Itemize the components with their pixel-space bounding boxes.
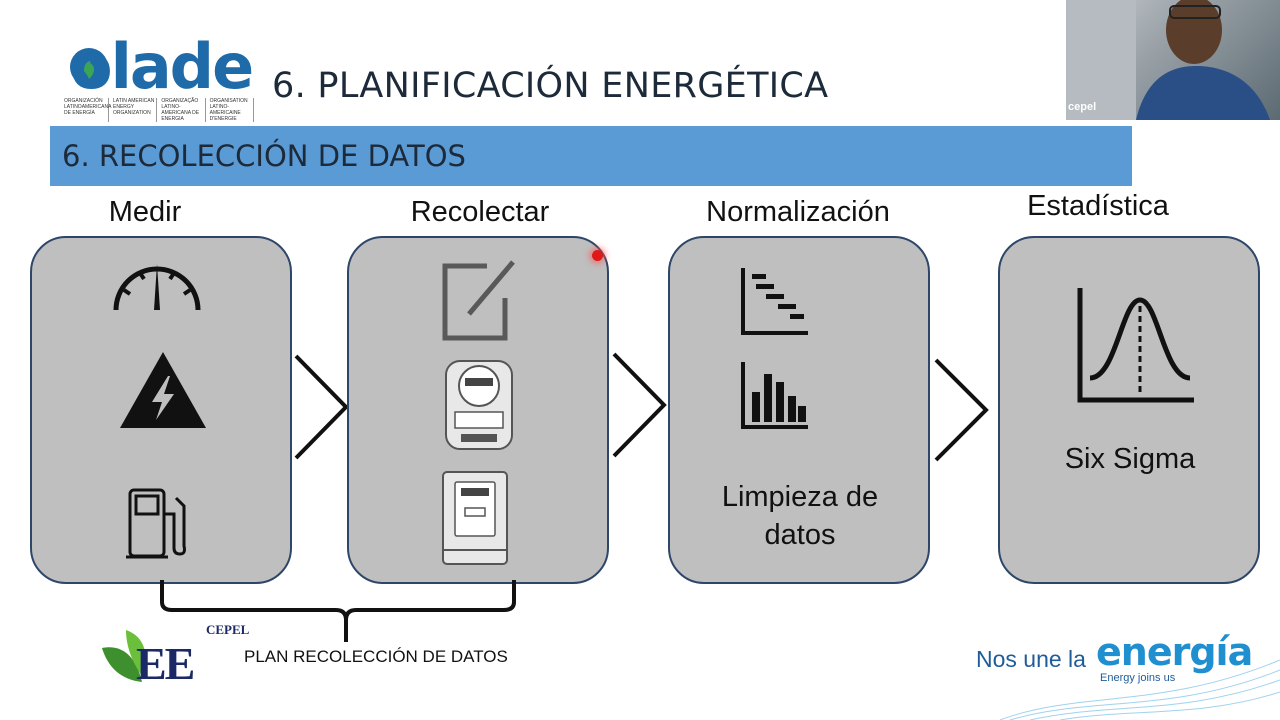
globe-icon xyxy=(70,48,108,86)
chevron-right-icon xyxy=(294,354,349,460)
card-recolectar xyxy=(347,236,609,584)
card-estadistica: Six Sigma xyxy=(998,236,1260,584)
section-banner xyxy=(50,126,1132,186)
gantt-chart-icon xyxy=(741,268,808,335)
card-normalizacion: Limpieza de datos xyxy=(668,236,930,584)
wave-pattern xyxy=(1000,659,1280,720)
olade-org-names: ORGANIZACIÓN LATINOAMERICANA DE ENERGÍA … xyxy=(64,98,254,122)
card-medir xyxy=(30,236,292,584)
webcam-participant-name: cepel xyxy=(1068,101,1097,113)
electric-hazard-icon xyxy=(120,352,206,428)
step-label-estadistica: Estadística xyxy=(1027,190,1169,222)
leaf-icon xyxy=(102,630,146,682)
slogan-sub: Energy joins us xyxy=(1100,672,1176,684)
brace-label-plan: PLAN RECOLECCIÓN DE DATOS xyxy=(244,647,508,666)
step-label-recolectar: Recolectar xyxy=(410,196,550,228)
electric-meter-icon xyxy=(445,360,513,450)
chevron-right-icon xyxy=(934,358,989,462)
bar-chart-icon xyxy=(741,362,808,429)
step-label-medir: Medir xyxy=(108,196,182,228)
olade-logo: olade ORGANIZACIÓN LATINOAMERICANA DE EN… xyxy=(62,30,254,122)
bell-curve-icon xyxy=(1077,288,1194,403)
section-banner-text: 6. RECOLECCIÓN DE DATOS xyxy=(62,139,466,173)
card-text-limpieza-line1: Limpieza de xyxy=(721,481,879,513)
olade-wordmark: olade xyxy=(70,30,254,103)
step-label-normalizacion: Normalización xyxy=(706,196,890,228)
slide-title: 6. PLANIFICACIÓN ENERGÉTICA xyxy=(272,66,829,106)
fuel-pump-icon xyxy=(126,488,186,559)
speedometer-icon xyxy=(113,264,201,311)
slogan-brand: energía xyxy=(1096,630,1253,674)
card-text-six-sigma: Six Sigma xyxy=(1064,443,1196,475)
laser-pointer xyxy=(592,250,603,261)
edit-note-icon xyxy=(442,260,515,341)
curly-brace xyxy=(160,580,516,642)
ee-logo-text: EE xyxy=(136,638,195,689)
presenter-figure xyxy=(1066,0,1270,120)
slogan-prefix: Nos une la xyxy=(976,646,1086,672)
chevron-right-icon xyxy=(612,352,667,458)
digital-meter-icon xyxy=(442,471,508,565)
card-text-limpieza-line2: datos xyxy=(764,519,836,551)
webcam-video xyxy=(1066,0,1280,120)
cepel-logo-text: CEPEL xyxy=(206,622,250,637)
